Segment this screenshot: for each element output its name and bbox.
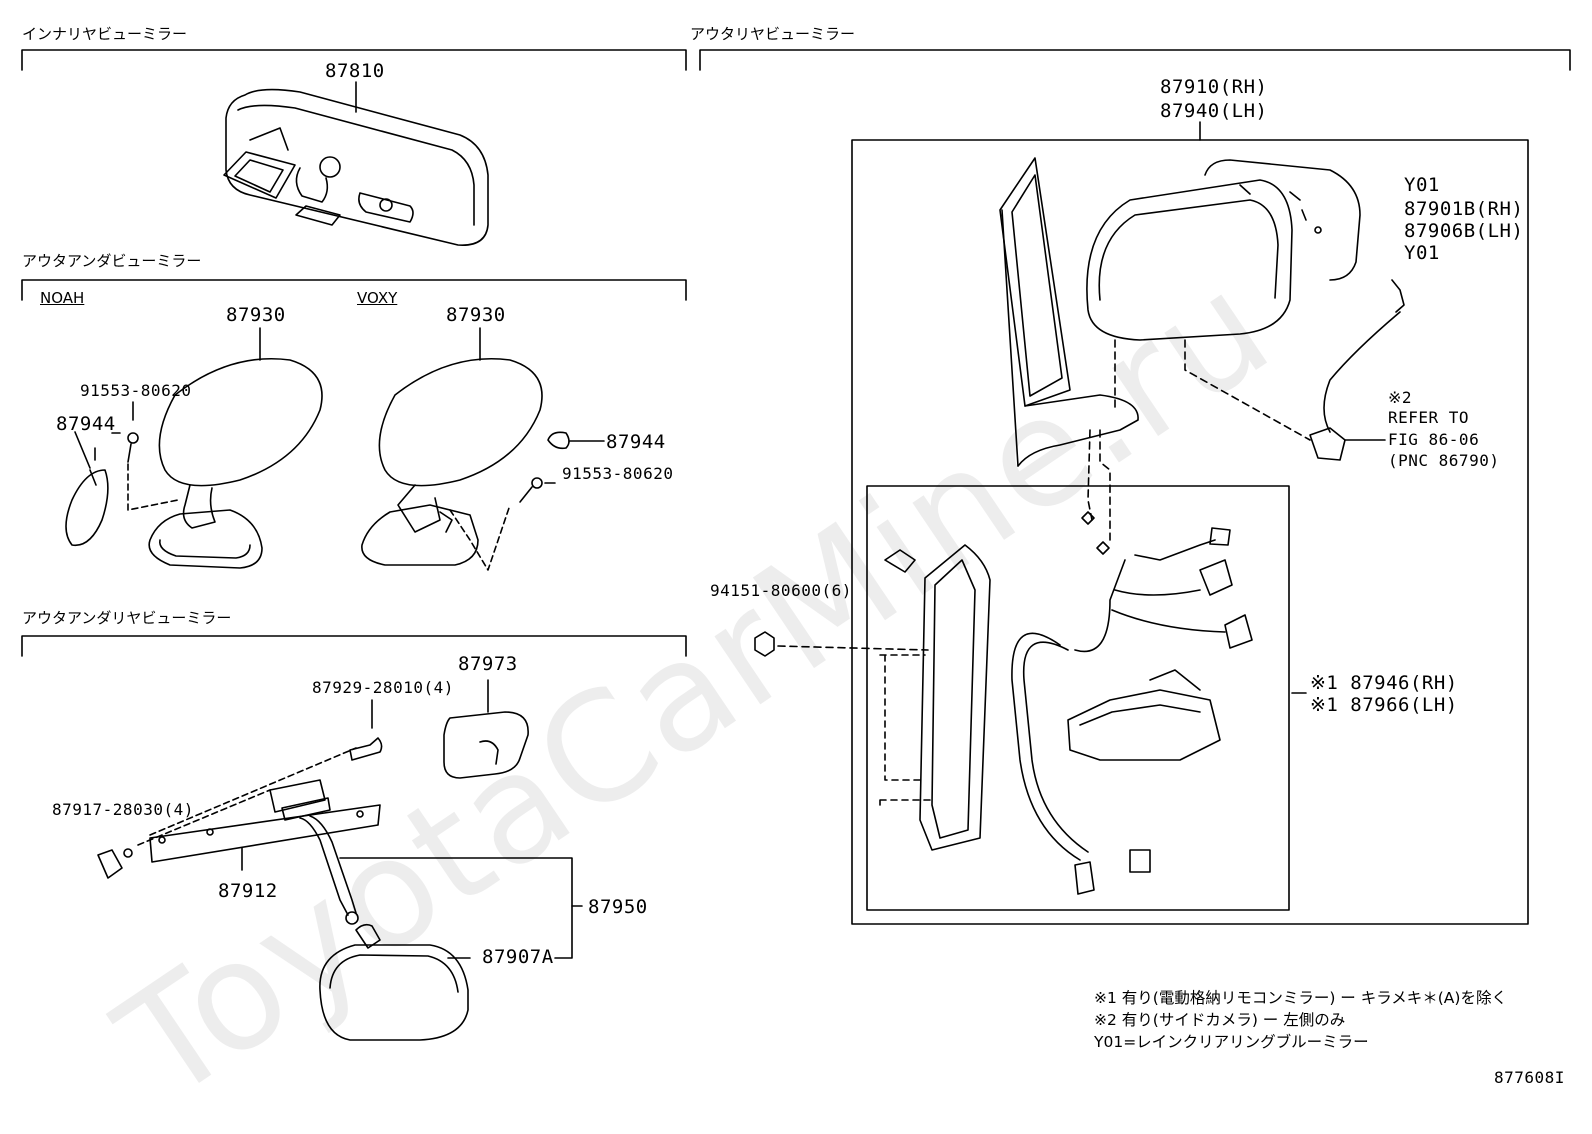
section-title-outer-mirror: アウタリヤビューミラー <box>690 25 856 43</box>
voxy-under-mirror-drawing <box>361 327 605 571</box>
part-label-87946-rh: ※1 87946(RH) <box>1310 672 1458 694</box>
part-label-87907a: 87907A <box>482 946 554 968</box>
part-label-87944-voxy: 87944 <box>606 431 666 453</box>
part-label-87912: 87912 <box>218 880 278 902</box>
part-label-87973: 87973 <box>458 653 518 675</box>
part-label-91553-voxy: 91553-80620 <box>562 464 674 483</box>
part-label-87906b-lh: 87906B(LH) <box>1404 220 1524 242</box>
under-rear-mirror-drawing <box>97 679 583 1041</box>
part-label-87966-lh: ※1 87966(LH) <box>1310 694 1458 716</box>
part-label-87901b-rh: 87901B(RH) <box>1404 198 1524 220</box>
footnote-1: ※1 有り(電動格納リモコンミラー) ー キラメキ＊(A)を除く <box>1094 989 1507 1007</box>
footnote-2: ※2 有り(サイドカメラ) ー 左側のみ <box>1094 1011 1346 1029</box>
reference-mark: ※2 <box>1388 388 1413 407</box>
part-label-87944-noah: 87944 <box>56 413 116 435</box>
variant-label-voxy: VOXY <box>357 289 398 307</box>
reference-text-line2: FIG 86-06 <box>1388 430 1480 449</box>
outer-mirror-drawing <box>754 121 1529 925</box>
part-label-y01-top: Y01 <box>1404 174 1440 196</box>
part-label-87930-noah: 87930 <box>226 304 286 326</box>
reference-text-line1: REFER TO <box>1388 408 1470 427</box>
part-label-y01-bottom: Y01 <box>1404 242 1440 264</box>
footnote-3: Y01=レインクリアリングブルーミラー <box>1094 1033 1369 1051</box>
part-label-87910-rh: 87910(RH) <box>1160 76 1268 98</box>
section-title-under-rear-mirror: アウタアンダリヤビューミラー <box>22 609 232 627</box>
part-label-87917: 87917-28030(4) <box>52 800 194 819</box>
reference-text-line3: (PNC 86790) <box>1388 451 1500 470</box>
parts-diagram <box>21 49 1571 1041</box>
inner-mirror-drawing <box>223 81 489 246</box>
variant-label-noah: NOAH <box>40 289 85 307</box>
part-label-87929: 87929-28010(4) <box>312 678 454 697</box>
part-label-87930-voxy: 87930 <box>446 304 506 326</box>
noah-under-mirror-drawing <box>65 327 323 569</box>
part-label-94151: 94151-80600(6) <box>710 581 852 600</box>
part-label-91553-noah: 91553-80620 <box>80 381 192 400</box>
part-label-87940-lh: 87940(LH) <box>1160 100 1268 122</box>
section-brackets <box>21 49 1571 657</box>
part-label-87950: 87950 <box>588 896 648 918</box>
section-title-inner-mirror: インナリヤビューミラー <box>22 25 188 43</box>
part-label-87810: 87810 <box>325 60 385 82</box>
section-title-under-mirror: アウタアンダビューミラー <box>22 252 202 270</box>
figure-id: 877608I <box>1494 1068 1565 1087</box>
